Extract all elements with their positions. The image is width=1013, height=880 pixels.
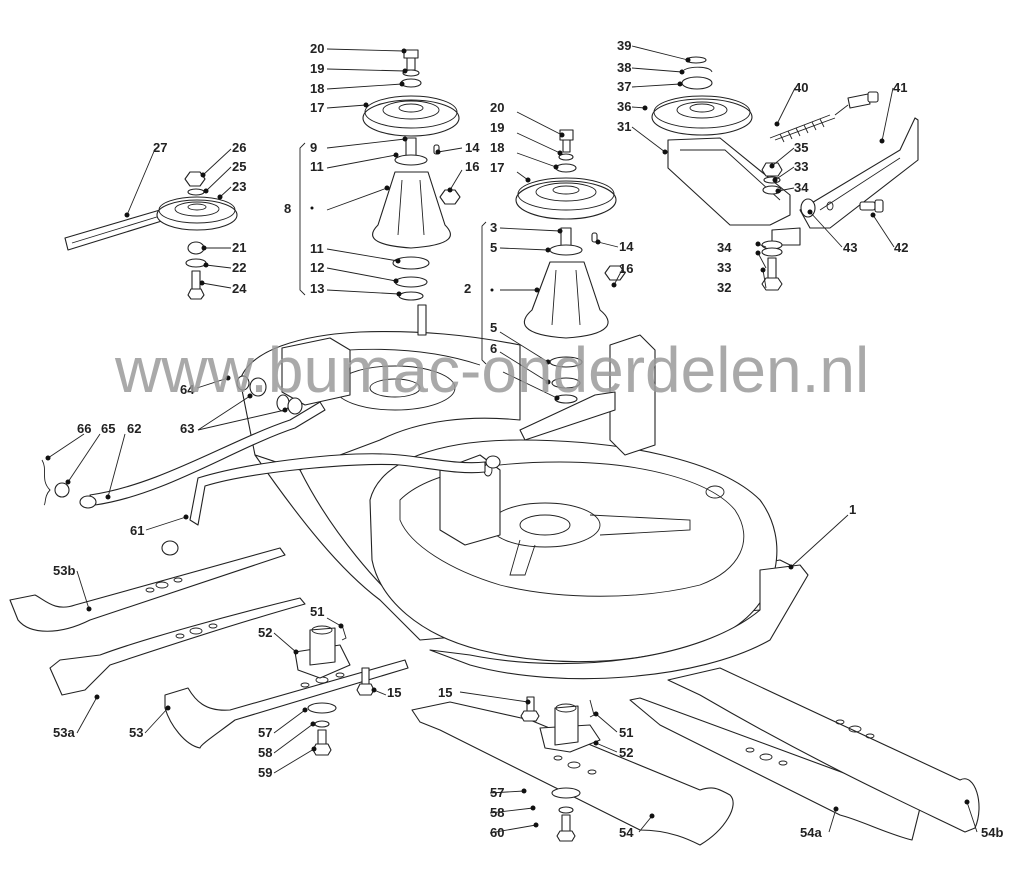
blade-53b — [9, 547, 286, 632]
callout-40: 40 — [794, 80, 808, 95]
callout-43: 43 — [843, 240, 857, 255]
callout-12: 12 — [310, 260, 324, 275]
callout-65: 65 — [101, 421, 115, 436]
callout-20: 20 — [490, 100, 504, 115]
blade-54b — [667, 667, 980, 833]
callout-57: 57 — [490, 785, 504, 800]
height-linkage-assembly — [41, 375, 501, 556]
callout-19: 19 — [310, 61, 324, 76]
blade-hub-left — [294, 624, 375, 756]
callout-11: 11 — [310, 241, 324, 256]
callout-18: 18 — [310, 81, 324, 96]
callout-31: 31 — [617, 119, 631, 134]
callout-5: 5 — [490, 240, 497, 255]
callout-53: 53 — [129, 725, 143, 740]
callout-24: 24 — [232, 281, 247, 296]
mower-deck-housing — [239, 331, 809, 680]
callout-5: 5 — [490, 320, 497, 335]
callout-61: 61 — [130, 523, 144, 538]
callout-51: 51 — [310, 604, 324, 619]
idler-pulley-assembly — [64, 171, 238, 300]
callout-11: 11 — [310, 159, 324, 174]
left-spindle-assembly — [362, 49, 461, 336]
callout-34: 34 — [794, 180, 809, 195]
callout-53b: 53b — [53, 563, 75, 578]
callout-1: 1 — [849, 502, 856, 517]
callout-53a: 53a — [53, 725, 75, 740]
callout-60: 60 — [490, 825, 504, 840]
callout-23: 23 — [232, 179, 246, 194]
callout-37: 37 — [617, 79, 631, 94]
right-spindle-assembly — [515, 129, 626, 404]
blade-54 — [411, 701, 734, 846]
callout-17: 17 — [490, 160, 504, 175]
callout-52: 52 — [258, 625, 272, 640]
callout-15: 15 — [438, 685, 452, 700]
callout-19: 19 — [490, 120, 504, 135]
tensioner-arm-assembly — [651, 56, 919, 291]
blade-53a — [49, 597, 306, 696]
callout-32: 32 — [717, 280, 731, 295]
leader-lines — [45, 45, 978, 834]
callout-26: 26 — [232, 140, 246, 155]
callout-3: 3 — [490, 220, 497, 235]
callout-25: 25 — [232, 159, 246, 174]
callout-54: 54 — [619, 825, 634, 840]
blade-hub-right — [520, 696, 601, 842]
callout-labels: 20 19 18 17 9 11 8 11 12 13 14 16 20 19 … — [53, 38, 1003, 840]
callout-6: 6 — [490, 341, 497, 356]
callout-36: 36 — [617, 99, 631, 114]
callout-21: 21 — [232, 240, 246, 255]
watermark-text: www.bumac-onderdelen.nl — [114, 334, 869, 406]
callout-14: 14 — [465, 140, 480, 155]
callout-22: 22 — [232, 260, 246, 275]
callout-14: 14 — [619, 239, 634, 254]
callout-51: 51 — [619, 725, 633, 740]
callout-18: 18 — [490, 140, 504, 155]
callout-16: 16 — [619, 261, 633, 276]
callout-64: 64 — [180, 382, 195, 397]
callout-38: 38 — [617, 60, 631, 75]
callout-66: 66 — [77, 421, 91, 436]
callout-59: 59 — [258, 765, 272, 780]
callout-52: 52 — [619, 745, 633, 760]
callout-42: 42 — [894, 240, 908, 255]
callout-54a: 54a — [800, 825, 822, 840]
callout-13: 13 — [310, 281, 324, 296]
callout-20: 20 — [310, 41, 324, 56]
callout-15: 15 — [387, 685, 401, 700]
callout-41: 41 — [893, 80, 907, 95]
callout-33: 33 — [794, 159, 808, 174]
callout-62: 62 — [127, 421, 141, 436]
callout-54b: 54b — [981, 825, 1003, 840]
callout-58: 58 — [258, 745, 272, 760]
callout-2: 2 — [464, 281, 471, 296]
callout-8: 8 — [284, 201, 291, 216]
callout-57: 57 — [258, 725, 272, 740]
callout-27: 27 — [153, 140, 167, 155]
callout-39: 39 — [617, 38, 631, 53]
callout-58: 58 — [490, 805, 504, 820]
callout-33: 33 — [717, 260, 731, 275]
callout-9: 9 — [310, 140, 317, 155]
callout-17: 17 — [310, 100, 324, 115]
callout-35: 35 — [794, 140, 808, 155]
blade-53 — [164, 659, 409, 749]
callout-16: 16 — [465, 159, 479, 174]
callout-63: 63 — [180, 421, 194, 436]
callout-34: 34 — [717, 240, 732, 255]
